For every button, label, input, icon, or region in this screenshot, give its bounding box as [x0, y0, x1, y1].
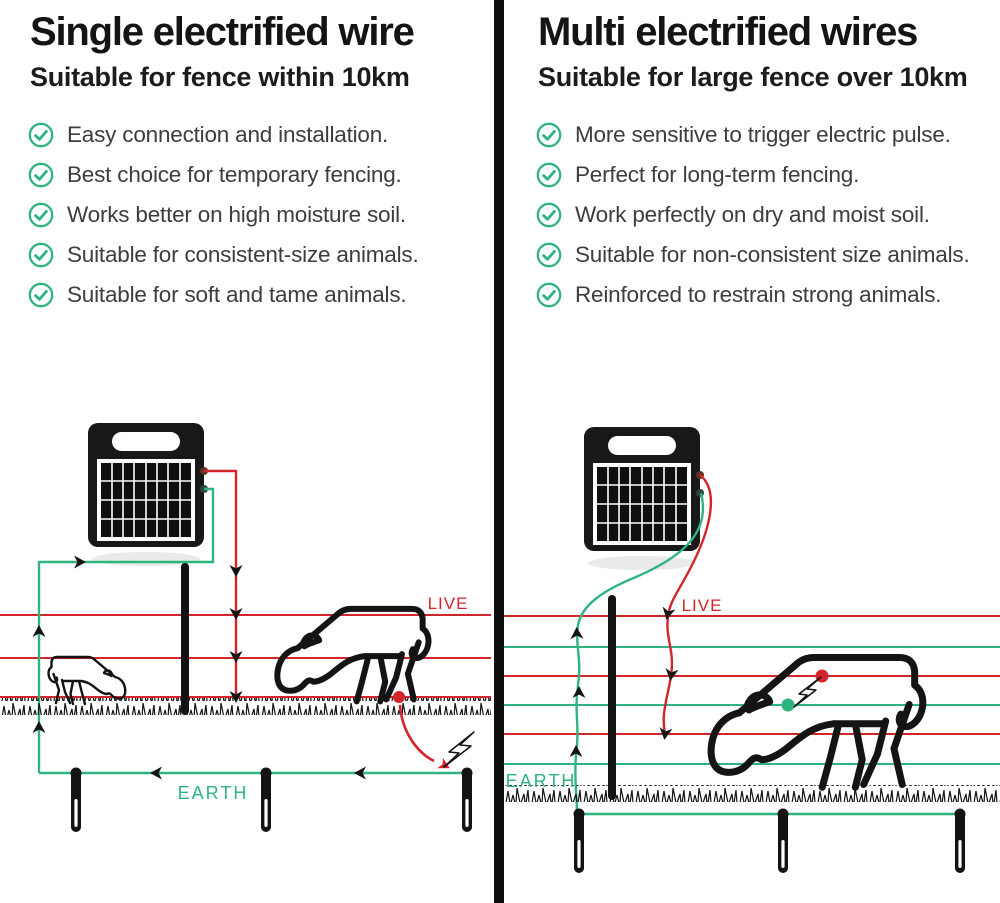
list-item: Works better on high moisture soil.	[28, 195, 494, 235]
solar-energizer	[583, 426, 705, 571]
page-subtitle: Suitable for fence within 10km	[30, 61, 410, 92]
multi-wires-diagram: LIVE EARTH	[504, 426, 1000, 873]
list-item: Best choice for temporary fencing.	[28, 155, 494, 195]
panel-divider	[494, 0, 504, 903]
panel-header: Multi electrified wires Suitable for lar…	[504, 0, 1000, 93]
ground-stake	[461, 767, 473, 832]
panel-single-wire: Single electrified wire Suitable for fen…	[0, 0, 494, 903]
page-title: Single electrified wire	[30, 10, 415, 54]
grass	[504, 785, 1000, 802]
check-circle-icon	[536, 122, 562, 148]
list-item: Work perfectly on dry and moist soil.	[536, 195, 1000, 235]
ground-stake	[573, 808, 585, 873]
list-item: Perfect for long-term fencing.	[536, 155, 1000, 195]
feature-text: Works better on high moisture soil.	[67, 201, 406, 227]
list-item: Reinforced to restrain strong animals.	[536, 275, 1000, 315]
live-connection-wire	[657, 474, 713, 741]
earth-label: EARTH	[178, 783, 249, 803]
check-circle-icon	[28, 282, 54, 308]
check-circle-icon	[28, 162, 54, 188]
single-wire-diagram: LIVE EARTH	[0, 422, 491, 832]
grass	[0, 698, 491, 715]
earth-contact-dot	[781, 698, 795, 712]
lightning-bolt-icon	[793, 676, 822, 708]
earth-connection-wire	[32, 487, 468, 780]
feature-text: Easy connection and installation.	[67, 121, 389, 147]
ground-stake	[954, 808, 966, 873]
feature-list: More sensitive to trigger electric pulse…	[504, 115, 1000, 315]
fence-post	[181, 563, 189, 715]
ground-stake	[260, 767, 272, 832]
list-item: More sensitive to trigger electric pulse…	[536, 115, 1000, 155]
lightning-bolt-icon	[443, 731, 475, 768]
check-circle-icon	[28, 202, 54, 228]
check-circle-icon	[28, 122, 54, 148]
solar-energizer	[87, 422, 209, 567]
list-item: Suitable for non-consistent size animals…	[536, 235, 1000, 275]
check-circle-icon	[536, 202, 562, 228]
check-circle-icon	[28, 242, 54, 268]
panel-header: Single electrified wire Suitable for fen…	[0, 0, 494, 93]
shock-path	[781, 669, 829, 712]
list-item: Suitable for consistent-size animals.	[28, 235, 494, 275]
check-circle-icon	[536, 162, 562, 188]
check-circle-icon	[536, 282, 562, 308]
feature-text: Suitable for soft and tame animals.	[67, 281, 407, 307]
feature-list: Easy connection and installation. Best c…	[0, 115, 494, 315]
feature-text: Best choice for temporary fencing.	[67, 161, 402, 187]
fence-post	[608, 595, 616, 800]
cow-large	[276, 608, 429, 702]
list-item: Easy connection and installation.	[28, 115, 494, 155]
ground-stake	[70, 767, 82, 832]
feature-text: Reinforced to restrain strong animals.	[575, 281, 942, 307]
feature-text: Perfect for long-term fencing.	[575, 161, 860, 187]
page-title: Multi electrified wires	[538, 10, 918, 54]
feature-text: Suitable for consistent-size animals.	[67, 241, 419, 267]
earth-label: EARTH	[506, 771, 577, 791]
check-circle-icon	[536, 242, 562, 268]
shock-path	[393, 691, 475, 774]
list-item: Suitable for soft and tame animals.	[28, 275, 494, 315]
live-label: LIVE	[428, 594, 469, 613]
ground-stake	[777, 808, 789, 873]
live-connection-wire	[204, 469, 243, 703]
live-label: LIVE	[682, 596, 723, 615]
panel-multi-wires: Multi electrified wires Suitable for lar…	[504, 0, 1000, 903]
contact-dot	[393, 691, 405, 703]
page-subtitle: Suitable for large fence over 10km	[538, 61, 968, 92]
earth-connection-wire	[569, 492, 961, 816]
feature-text: Suitable for non-consistent size animals…	[575, 241, 970, 267]
feature-text: More sensitive to trigger electric pulse…	[575, 121, 951, 147]
feature-text: Work perfectly on dry and moist soil.	[575, 201, 930, 227]
